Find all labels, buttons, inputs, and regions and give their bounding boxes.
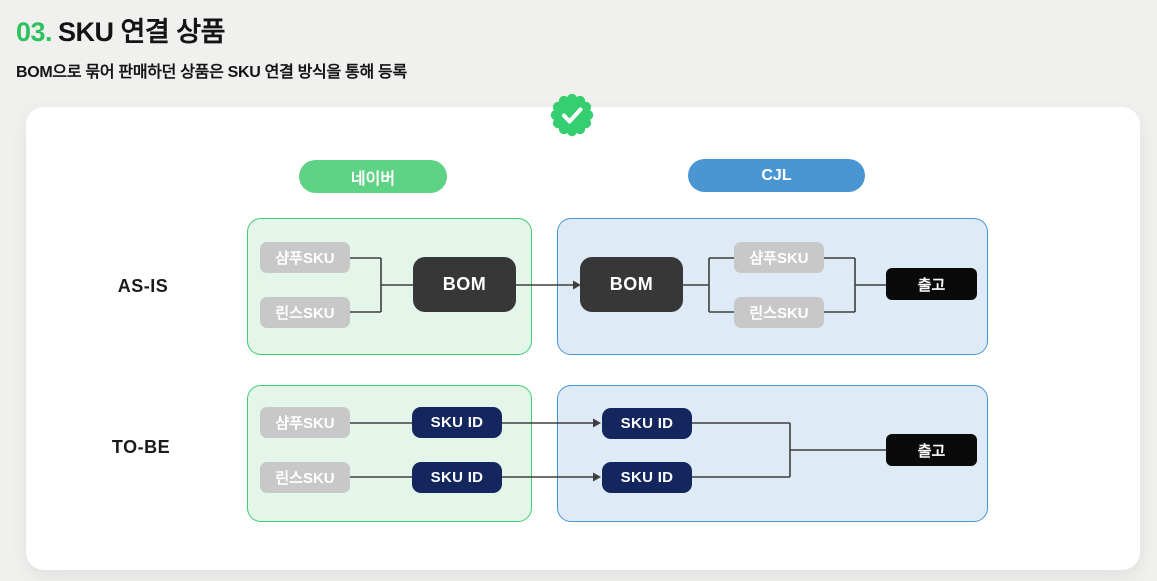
to-be-cjl-sku-id-box-2: SKU ID — [602, 462, 692, 493]
check-seal-icon — [550, 93, 594, 137]
page-title: 03.SKU 연결 상품 — [16, 10, 225, 49]
as-is-naver-shampoo-sku-box: 샴푸SKU — [260, 242, 350, 273]
cjl-pill-label: CJL — [761, 166, 792, 184]
as-is-cjl-shipping-box: 출고 — [886, 268, 977, 300]
to-be-naver-panel — [247, 385, 532, 522]
to-be-naver-shampoo-sku-box: 샴푸SKU — [260, 407, 350, 438]
title-number: 03. — [16, 17, 53, 47]
to-be-label: TO-BE — [111, 437, 171, 457]
to-be-cjl-sku-id-box-1: SKU ID — [602, 408, 692, 439]
to-be-cjl-shipping-box: 출고 — [886, 434, 977, 466]
as-is-cjl-bom-box: BOM — [580, 257, 683, 312]
as-is-naver-rinse-sku-box: 린스SKU — [260, 297, 350, 328]
naver-pill: 네이버 — [299, 160, 447, 193]
as-is-label: AS-IS — [117, 276, 169, 296]
cjl-pill: CJL — [688, 159, 865, 192]
as-is-cjl-rinse-sku-box: 린스SKU — [734, 297, 824, 328]
to-be-naver-sku-id-box-2: SKU ID — [412, 462, 502, 493]
naver-pill-label: 네이버 — [350, 170, 396, 188]
as-is-naver-bom-box: BOM — [413, 257, 516, 312]
to-be-naver-rinse-sku-box: 린스SKU — [260, 462, 350, 493]
title-text: SKU 연결 상품 — [58, 17, 225, 47]
as-is-cjl-shampoo-sku-box: 샴푸SKU — [734, 242, 824, 273]
page-subtitle: BOM으로 묶어 판매하던 상품은 SKU 연결 방식을 통해 등록 — [16, 64, 407, 81]
to-be-naver-sku-id-box-1: SKU ID — [412, 407, 502, 438]
